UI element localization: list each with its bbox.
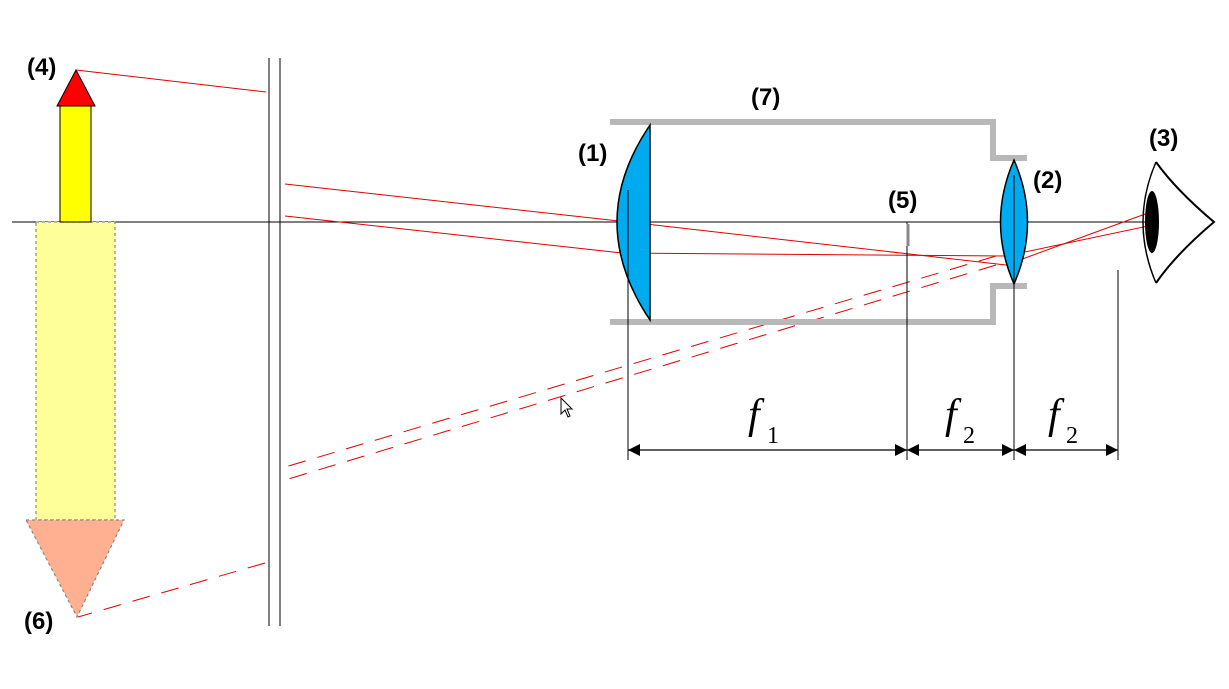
label-objective-lens: (1) [578,140,607,167]
label-virtual-image: (6) [24,608,53,635]
virtual-image-shaft [35,221,116,521]
objective-lens [616,122,651,323]
virtual-rays [77,255,997,618]
light-rays [75,69,1149,266]
f2-b-symbol: f [1048,392,1065,438]
label-tube: (7) [751,84,780,111]
virtual-image-arrowhead [25,519,125,619]
tube [610,119,1027,325]
f2-a-subscript: 2 [963,423,975,449]
f2-b-subscript: 2 [1066,423,1078,449]
eye-icon [1142,161,1216,284]
f2-a-symbol: f [945,392,962,438]
object-shaft [59,105,92,223]
f1-subscript: 1 [767,423,779,449]
label-eyepiece-lens: (2) [1033,167,1062,194]
mouse-cursor-icon [560,396,574,418]
label-focal-point: (5) [888,187,917,214]
f1-symbol: f [748,392,765,438]
object-arrowhead [56,68,96,107]
label-eye: (3) [1149,125,1178,152]
label-object: (4) [27,54,56,81]
